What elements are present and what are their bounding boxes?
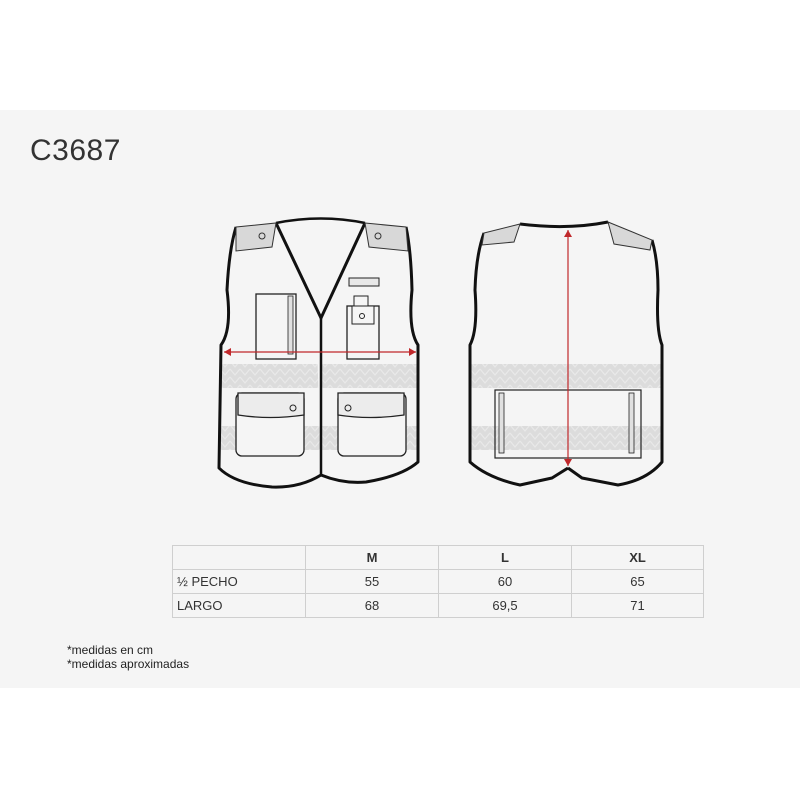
length-m-value: 68 xyxy=(305,593,439,618)
row-label-chest: ½ PECHO xyxy=(172,569,306,594)
chest-xl-value: 65 xyxy=(571,569,704,594)
size-header-blank xyxy=(172,545,306,570)
chest-m-value: 55 xyxy=(305,569,439,594)
note-approximate: *medidas aproximadas xyxy=(67,657,190,671)
footnotes: *medidas en cm *medidas aproximadas xyxy=(67,643,189,671)
size-header-l: L xyxy=(438,545,572,570)
size-table: M L XL ½ PECHO 55 60 65 LARGO 68 69,5 71 xyxy=(172,545,704,618)
table-row: LARGO 68 69,5 71 xyxy=(172,593,704,618)
table-row: ½ PECHO 55 60 65 xyxy=(172,569,704,594)
length-l-value: 69,5 xyxy=(438,593,572,618)
vest-back-view xyxy=(468,220,664,487)
size-header-xl: XL xyxy=(571,545,704,570)
size-table-header-row: M L XL xyxy=(172,545,704,570)
length-xl-value: 71 xyxy=(571,593,704,618)
chest-l-value: 60 xyxy=(438,569,572,594)
size-header-m: M xyxy=(305,545,439,570)
note-units: *medidas en cm xyxy=(67,643,154,657)
product-code: C3687 xyxy=(30,134,121,167)
row-label-length: LARGO xyxy=(172,593,306,618)
vest-front-view xyxy=(217,217,420,489)
